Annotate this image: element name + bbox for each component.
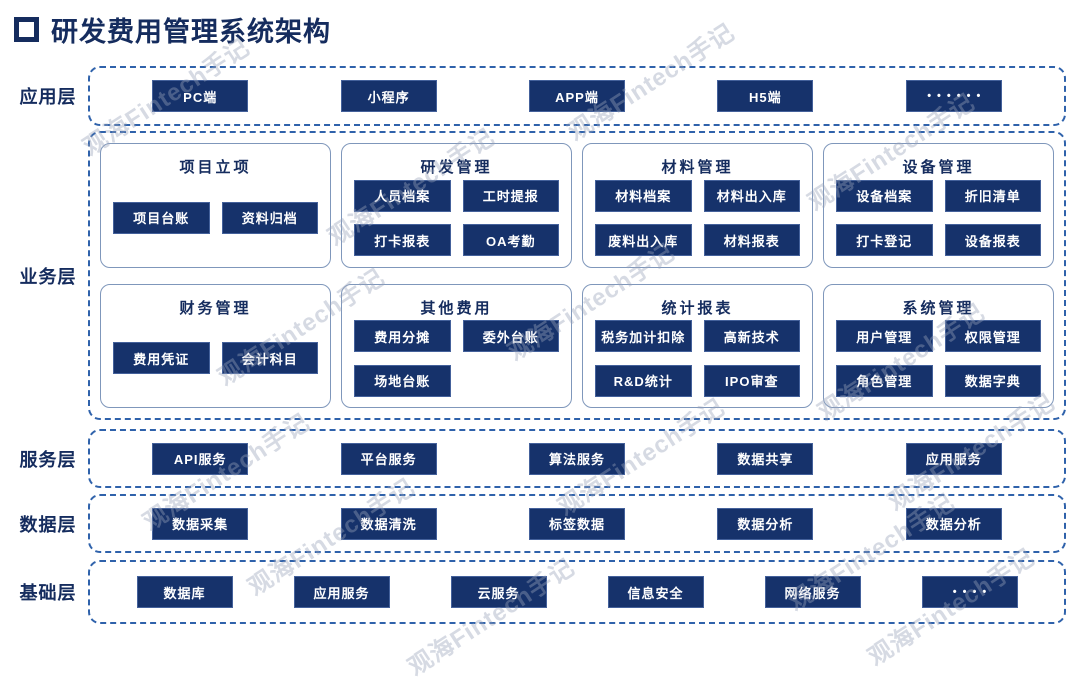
group-title: 设备管理 — [902, 159, 975, 176]
group-rd-management: 研发管理 人员档案 工时提报 打卡报表 OA考勤 — [341, 143, 572, 268]
diagram-node: 信息安全 — [607, 576, 704, 608]
page-title: 研发费用管理系统架构 — [14, 10, 331, 49]
diagram-node: API服务 — [152, 442, 249, 475]
data-layer-row: 数据层 数据采集 数据清洗 标签数据 数据分析 数据分析 — [0, 494, 1080, 553]
group-finance-management: 财务管理 费用凭证 会计科目 — [100, 283, 331, 408]
group-other-expenses: 其他费用 费用分摊 委外台账 场地台账 — [341, 283, 572, 408]
diagram-node: 小程序 — [340, 80, 437, 112]
application-layer-row: 应用层 PC端 小程序 APP端 H5端 •••••• — [0, 66, 1080, 126]
diagram-node: 材料出入库 — [703, 179, 800, 212]
layer-label-data: 数据层 — [19, 514, 77, 535]
group-title: 其他费用 — [420, 299, 493, 317]
group-title: 研发管理 — [420, 159, 493, 176]
diagram-node: IPO审查 — [703, 364, 800, 397]
diagram-node: 数据分析 — [905, 507, 1002, 540]
diagram-node: PC端 — [152, 80, 249, 112]
diagram-node: H5端 — [717, 80, 814, 112]
layer-label-business: 业务层 — [19, 266, 77, 287]
diagram-node: 设备报表 — [944, 224, 1041, 256]
diagram-node: 材料报表 — [703, 224, 800, 256]
diagram-node: 会计科目 — [221, 342, 318, 375]
diagram-node: 云服务 — [450, 576, 547, 608]
diagram-node: 折旧清单 — [944, 179, 1041, 212]
diagram-node: 平台服务 — [340, 442, 437, 475]
diagram-node: 资料归档 — [221, 201, 318, 234]
page-title-text: 研发费用管理系统架构 — [51, 17, 331, 47]
layer-label-application: 应用层 — [19, 87, 77, 107]
diagram-node: 项目台账 — [113, 201, 210, 234]
business-layer-box: 项目立项 项目台账 资料归档 研发管理 人员档案 工时提报 打卡报表 OA考勤 … — [88, 131, 1066, 420]
diagram-node: 数据库 — [136, 576, 233, 608]
diagram-node: 权限管理 — [944, 320, 1041, 352]
infrastructure-layer-row: 基础层 数据库 应用服务 云服务 信息安全 网络服务 •••• — [0, 560, 1080, 624]
diagram-node: 费用凭证 — [113, 342, 210, 375]
diagram-node: 数据共享 — [717, 442, 814, 475]
diagram-node: 人员档案 — [354, 179, 451, 212]
diagram-node: 算法服务 — [528, 442, 625, 475]
diagram-node: 应用服务 — [905, 442, 1002, 475]
diagram-node: 数据采集 — [152, 507, 249, 540]
diagram-node: R&D统计 — [595, 364, 692, 397]
layer-label-service: 服务层 — [19, 449, 77, 470]
business-layer-row: 业务层 项目立项 项目台账 资料归档 研发管理 人员档案 工时提报 打卡报表 O… — [0, 131, 1080, 420]
diagram-node: 数据分析 — [717, 507, 814, 540]
group-title: 材料管理 — [661, 159, 734, 176]
diagram-node: 材料档案 — [595, 179, 692, 212]
ellipsis-node: •••••• — [905, 80, 1002, 112]
square-bullet-icon — [14, 17, 39, 42]
diagram-node: 场地台账 — [354, 364, 451, 397]
group-project-initiation: 项目立项 项目台账 资料归档 — [100, 143, 331, 268]
diagram-node: 税务加计扣除 — [595, 320, 692, 352]
diagram-node: 应用服务 — [293, 576, 390, 608]
diagram-node: 高新技术 — [703, 320, 800, 352]
diagram-node: 废料出入库 — [595, 224, 692, 256]
diagram-node: 设备档案 — [836, 179, 933, 212]
diagram-node: OA考勤 — [462, 224, 559, 256]
service-layer-box: API服务 平台服务 算法服务 数据共享 应用服务 — [88, 429, 1066, 488]
diagram-node: 数据字典 — [944, 364, 1041, 397]
diagram-node: 角色管理 — [836, 364, 933, 397]
diagram-node: 网络服务 — [764, 576, 861, 608]
diagram-node: 打卡报表 — [354, 224, 451, 256]
data-layer-box: 数据采集 数据清洗 标签数据 数据分析 数据分析 — [88, 494, 1066, 553]
infrastructure-layer-box: 数据库 应用服务 云服务 信息安全 网络服务 •••• — [88, 560, 1066, 624]
service-layer-row: 服务层 API服务 平台服务 算法服务 数据共享 应用服务 — [0, 429, 1080, 488]
diagram-node: 标签数据 — [528, 507, 625, 540]
group-material-management: 材料管理 材料档案 材料出入库 废料出入库 材料报表 — [582, 143, 813, 268]
diagram-node: 费用分摊 — [354, 320, 451, 352]
group-title: 统计报表 — [661, 299, 734, 317]
group-system-management: 系统管理 用户管理 权限管理 角色管理 数据字典 — [823, 283, 1054, 408]
group-statistical-reports: 统计报表 税务加计扣除 高新技术 R&D统计 IPO审查 — [582, 283, 813, 408]
diagram-node: 打卡登记 — [836, 224, 933, 256]
diagram-node: 工时提报 — [462, 179, 559, 212]
group-title: 财务管理 — [179, 299, 252, 317]
group-equipment-management: 设备管理 设备档案 折旧清单 打卡登记 设备报表 — [823, 143, 1054, 268]
layer-label-infrastructure: 基础层 — [19, 583, 77, 603]
diagram-node: 数据清洗 — [340, 507, 437, 540]
group-title: 系统管理 — [902, 299, 975, 317]
application-layer-box: PC端 小程序 APP端 H5端 •••••• — [88, 66, 1066, 126]
group-title: 项目立项 — [179, 159, 252, 176]
diagram-node: 用户管理 — [836, 320, 933, 352]
diagram-node: 委外台账 — [462, 320, 559, 352]
ellipsis-node: •••• — [921, 576, 1018, 608]
diagram-node: APP端 — [528, 80, 625, 112]
